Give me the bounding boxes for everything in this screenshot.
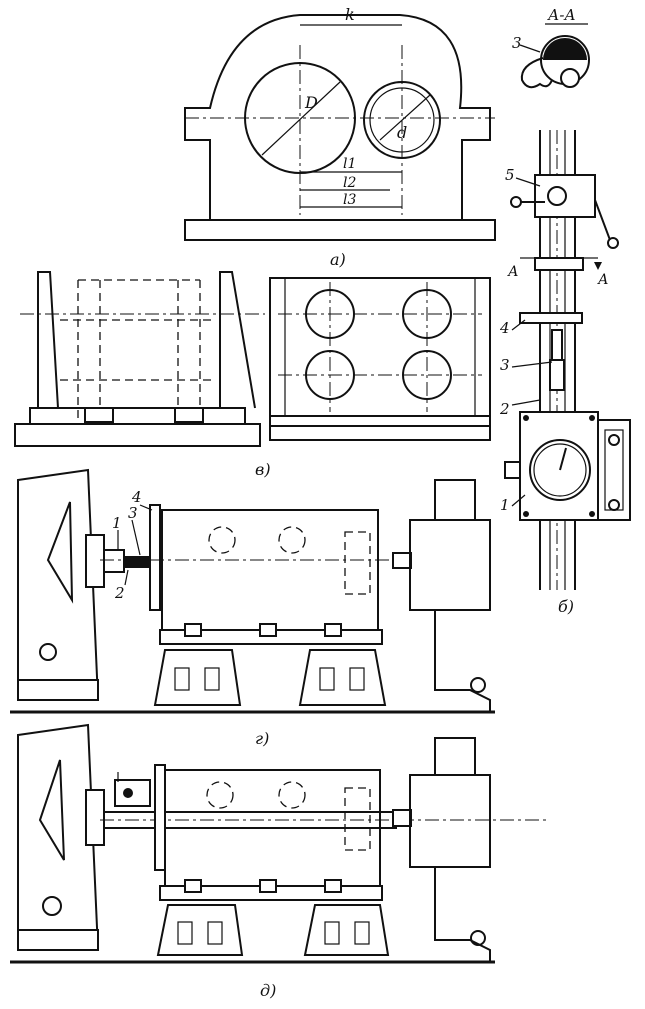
part-4-label: 4: [499, 319, 510, 337]
caption-g: г): [255, 729, 269, 748]
section-a-a: А-А 3: [512, 6, 590, 89]
dim-k-label: k: [345, 5, 355, 24]
gp-part-1-label: 1: [112, 514, 122, 532]
dim-D-label: D: [304, 93, 318, 112]
gp-part-2-label: 2: [114, 584, 125, 602]
dim-d-label: d: [397, 123, 407, 142]
panel-b-indicator-device: А А 5 4 3 2 1 б): [499, 130, 631, 616]
dial-indicator-body: [519, 411, 599, 521]
part-2-label: 2: [499, 400, 510, 418]
caption-b: б): [558, 597, 574, 616]
section-arrow-left-label: А: [507, 264, 519, 280]
gp-part-4-label: 4: [131, 488, 142, 506]
panel-g-alignment-setup: 1 2 3 4 г): [10, 468, 495, 748]
dim-l3-label: l3: [343, 192, 356, 208]
section-arrow-right-label: А: [597, 272, 609, 288]
part-5-label: 5: [505, 166, 515, 184]
dim-l2-label: l2: [343, 175, 356, 191]
panel-a-gearbox-housing: k D d l1 l2 l3 а): [184, 5, 496, 269]
panel-d-shaft-setup: д): [10, 723, 550, 1000]
caption-v: в): [255, 460, 271, 479]
section-label: А-А: [547, 6, 576, 24]
panel-v-side-and-end-views: в): [14, 271, 491, 479]
part-1-label: 1: [500, 496, 510, 514]
section-part-3-label: 3: [512, 34, 522, 52]
caption-a: а): [330, 250, 346, 269]
gp-part-3-label: 3: [128, 504, 138, 522]
dim-l1-label: l1: [343, 156, 356, 172]
caption-d: д): [260, 981, 276, 1000]
dial-face: [529, 439, 591, 501]
part-3-label: 3: [500, 356, 510, 374]
